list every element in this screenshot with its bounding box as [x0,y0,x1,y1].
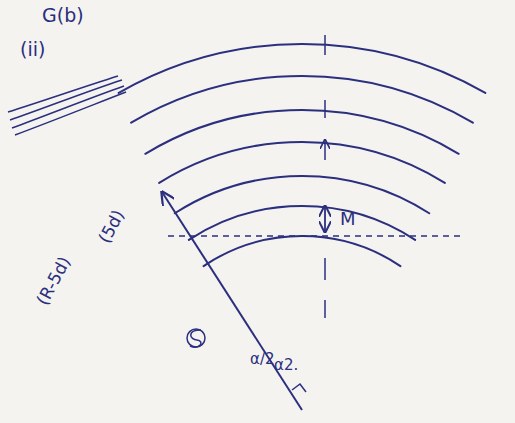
dimension-arrow [324,206,326,232]
layer-arc [145,110,458,154]
layer-arc [159,142,445,183]
dimension-label: (R-5d) [34,254,73,308]
layer-arc [175,176,429,213]
layer-arc [131,76,473,123]
angle-label: α2. [274,358,298,373]
small-sketch [8,76,126,135]
layer-arc [119,44,486,93]
angle-label: α/2 [250,352,275,367]
dimension-label: (5d) [96,207,127,246]
part-number: (ii) [20,40,45,59]
layer-arc [189,206,415,240]
radius-line [162,192,302,410]
dimension-label: M [340,210,356,228]
layer-arc [204,236,401,266]
chord-line [168,235,462,237]
scribble-mark [187,329,205,347]
figure-ref: G(b) [42,6,84,25]
